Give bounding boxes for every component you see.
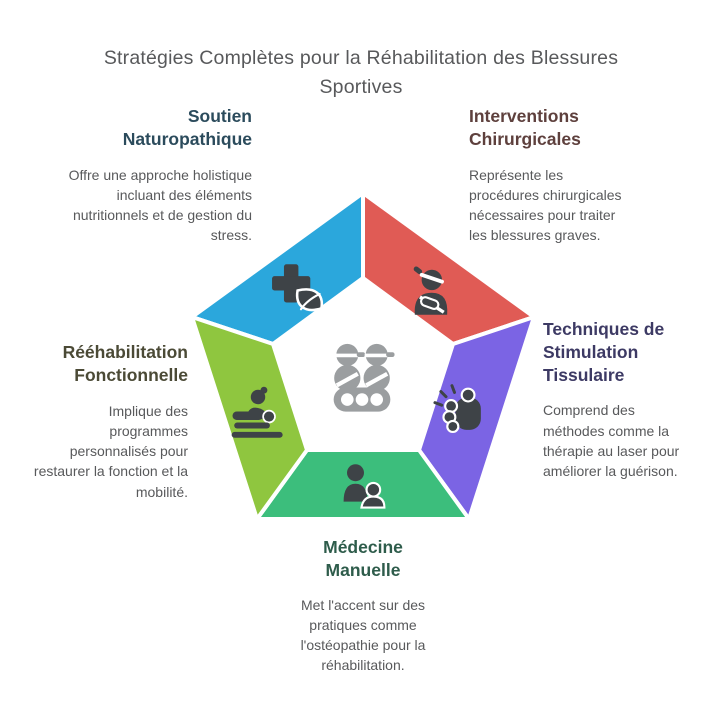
- section-description-functional-rehab: Implique des programmes personnalisés po…: [33, 402, 188, 500]
- section-description-surgical: Représente les procédures chirurgicales …: [469, 166, 622, 244]
- section-title-manual-medicine: Médecine Manuelle: [323, 537, 403, 580]
- section-naturopathic: Soutien Naturopathique Offre une approch…: [67, 105, 252, 246]
- manual-therapy-icon: [343, 464, 386, 509]
- section-manual-medicine: Médecine Manuelle Met l'accent sur des p…: [239, 536, 487, 676]
- section-title-surgical: Interventions Chirurgicales: [469, 106, 581, 149]
- section-title-naturopathic: Soutien Naturopathique: [122, 106, 252, 149]
- section-description-naturopathic: Offre une approche holistique incluant d…: [68, 166, 252, 244]
- massage-table-icon: [231, 386, 283, 438]
- section-description-manual-medicine: Met l'accent sur des pratiques comme l'o…: [300, 596, 426, 674]
- section-title-tissue-stimulation: Techniques de Stimulation Tissulaire: [543, 319, 665, 385]
- healing-hand-icon: [433, 384, 481, 434]
- section-title-functional-rehab: Rééhabilitation Fonctionnelle: [62, 342, 188, 385]
- naturopathy-cross-leaf-icon: [272, 264, 324, 312]
- group-people-icon: [333, 343, 395, 412]
- section-functional-rehab: Rééhabilitation Fonctionnelle Implique d…: [23, 341, 188, 502]
- section-surgical: Interventions Chirurgicales Représente l…: [469, 105, 637, 246]
- injured-person-icon: [413, 266, 448, 315]
- section-description-tissue-stimulation: Comprend des méthodes comme la thérapie …: [543, 402, 680, 480]
- section-tissue-stimulation: Techniques de Stimulation Tissulaire Com…: [543, 318, 705, 481]
- page-title: Stratégies Complètes pour la Réhabilitat…: [103, 47, 619, 99]
